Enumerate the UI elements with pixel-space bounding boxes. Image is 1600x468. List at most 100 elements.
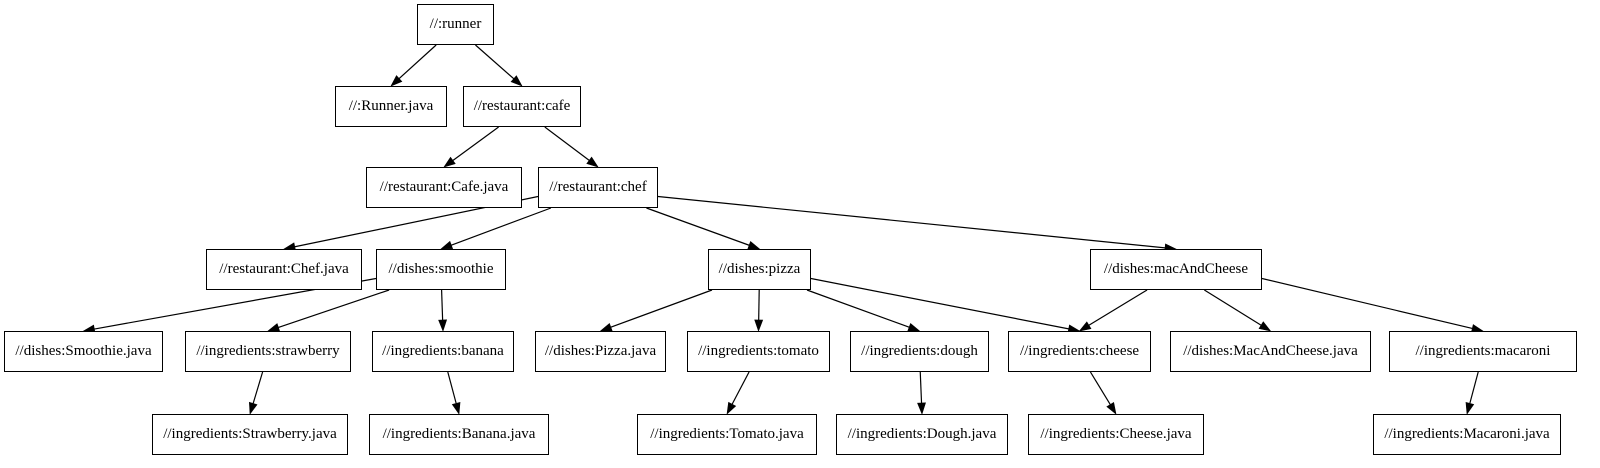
graph-edge-ing_macaroni-to-macaroni_java: [1465, 371, 1479, 415]
graph-edge-runner-to-restaurant_cafe: [475, 44, 523, 87]
graph-node-chef_java[interactable]: //restaurant:Chef.java: [206, 249, 362, 290]
graph-node-banana_java[interactable]: //ingredients:Banana.java: [369, 414, 549, 455]
graph-edge-ing_banana-to-banana_java: [447, 371, 461, 415]
graph-node-label: //ingredients:Dough.java: [847, 426, 997, 442]
edge-line: [1204, 289, 1262, 326]
graph-edge-restaurant_chef-to-dishes_macandcheese: [657, 195, 1177, 253]
graph-node-cafe_java[interactable]: //restaurant:Cafe.java: [366, 167, 522, 208]
graph-edge-restaurant_chef-to-dishes_smoothie: [440, 207, 552, 250]
edge-arrowhead-icon: [907, 322, 921, 332]
edge-arrowhead-icon: [1106, 402, 1117, 415]
graph-node-label: //restaurant:Cafe.java: [379, 179, 509, 195]
graph-edge-dishes_macandcheese-to-ing_cheese: [1078, 289, 1148, 332]
graph-node-ing_banana[interactable]: //ingredients:banana: [372, 331, 514, 372]
graph-node-macandcheese_java[interactable]: //dishes:MacAndCheese.java: [1170, 331, 1371, 372]
edge-arrowhead-icon: [747, 240, 761, 250]
edge-line: [544, 126, 590, 161]
graph-node-strawberry_java[interactable]: //ingredients:Strawberry.java: [152, 414, 348, 455]
graph-node-tomato_java[interactable]: //ingredients:Tomato.java: [637, 414, 817, 455]
graph-node-dishes_smoothie[interactable]: //dishes:smoothie: [376, 249, 506, 290]
graph-node-label: //dishes:Smoothie.java: [15, 343, 152, 359]
edge-line: [646, 207, 750, 246]
graph-node-label: //dishes:smoothie: [388, 261, 494, 277]
edge-line: [452, 126, 499, 161]
graph-node-label: //ingredients:Cheese.java: [1040, 426, 1192, 442]
edge-line: [451, 207, 552, 246]
graph-node-label: //restaurant:cafe: [473, 98, 571, 114]
graph-node-runner[interactable]: //:runner: [417, 4, 494, 45]
graph-node-dishes_pizza[interactable]: //dishes:pizza: [708, 249, 811, 290]
edge-arrowhead-icon: [586, 156, 599, 168]
graph-node-restaurant_cafe[interactable]: //restaurant:cafe: [463, 86, 581, 127]
graph-edge-dishes_pizza-to-ing_tomato: [754, 289, 764, 332]
edge-arrowhead-icon: [451, 401, 461, 415]
edge-line: [398, 44, 437, 80]
graph-edge-dishes_pizza-to-ing_cheese: [810, 277, 1081, 334]
edge-arrowhead-icon: [443, 156, 456, 168]
graph-edge-restaurant_chef-to-dishes_pizza: [646, 207, 761, 250]
graph-node-macaroni_java[interactable]: //ingredients:Macaroni.java: [1373, 414, 1561, 455]
graph-node-label: //ingredients:macaroni: [1415, 343, 1551, 359]
graph-node-ing_macaroni[interactable]: //ingredients:macaroni: [1389, 331, 1577, 372]
graph-node-runner_java[interactable]: //:Runner.java: [335, 86, 447, 127]
graph-edge-runner-to-runner_java: [390, 44, 437, 87]
edge-line: [1261, 277, 1473, 330]
edge-arrowhead-icon: [1465, 401, 1475, 415]
edge-line: [447, 371, 457, 404]
graph-node-restaurant_chef[interactable]: //restaurant:chef: [538, 167, 658, 208]
edge-line: [758, 289, 760, 321]
graph-node-ing_tomato[interactable]: //ingredients:tomato: [687, 331, 830, 372]
graph-node-label: //ingredients:tomato: [698, 343, 819, 359]
edge-line: [810, 277, 1069, 330]
graph-edge-dishes_pizza-to-pizza_java: [599, 289, 713, 332]
graph-edge-restaurant_cafe-to-cafe_java: [443, 126, 499, 168]
edge-line: [731, 371, 750, 405]
graph-node-ing_strawberry[interactable]: //ingredients:strawberry: [185, 331, 351, 372]
graph-node-dishes_macandcheese[interactable]: //dishes:macAndCheese: [1090, 249, 1262, 290]
graph-node-label: //:runner: [429, 16, 482, 32]
graph-node-ing_cheese[interactable]: //ingredients:cheese: [1008, 331, 1151, 372]
graph-node-label: //dishes:Pizza.java: [544, 343, 657, 359]
edge-line: [1469, 371, 1479, 404]
edge-arrowhead-icon: [754, 319, 764, 332]
graph-node-label: //ingredients:cheese: [1019, 343, 1140, 359]
graph-edge-dishes_pizza-to-ing_dough: [806, 289, 921, 332]
graph-node-label: //ingredients:Tomato.java: [650, 426, 804, 442]
edge-line: [1089, 371, 1111, 405]
graph-node-label: //dishes:MacAndCheese.java: [1183, 343, 1358, 359]
edge-line: [1088, 289, 1148, 326]
graph-node-label: //dishes:macAndCheese: [1103, 261, 1249, 277]
graph-node-label: //dishes:pizza: [718, 261, 801, 277]
graph-node-label: //restaurant:Chef.java: [219, 261, 349, 277]
graph-node-label: //:Runner.java: [348, 98, 434, 114]
graph-node-label: //ingredients:dough: [861, 343, 978, 359]
edge-arrowhead-icon: [438, 319, 448, 332]
graph-node-ing_dough[interactable]: //ingredients:dough: [850, 331, 989, 372]
graph-edge-ing_dough-to-dough_java: [917, 371, 926, 415]
graph-edge-restaurant_cafe-to-restaurant_chef: [544, 126, 599, 168]
edge-arrowhead-icon: [510, 75, 523, 87]
graph-node-cheese_java[interactable]: //ingredients:Cheese.java: [1028, 414, 1204, 455]
edge-arrowhead-icon: [1078, 321, 1092, 332]
edge-arrowhead-icon: [726, 401, 737, 415]
graph-edge-dishes_macandcheese-to-ing_macaroni: [1261, 277, 1484, 333]
edge-line: [441, 289, 444, 321]
graph-node-label: //ingredients:banana: [382, 343, 504, 359]
edge-arrowhead-icon: [917, 402, 926, 415]
graph-node-pizza_java[interactable]: //dishes:Pizza.java: [535, 331, 666, 372]
graph-node-label: //ingredients:Banana.java: [382, 426, 536, 442]
graph-node-dough_java[interactable]: //ingredients:Dough.java: [836, 414, 1008, 455]
graph-edge-dishes_smoothie-to-ing_strawberry: [267, 289, 390, 332]
graph-edge-ing_cheese-to-cheese_java: [1089, 371, 1117, 415]
graph-node-label: //ingredients:Strawberry.java: [163, 426, 337, 442]
edge-arrowhead-icon: [390, 75, 403, 87]
edge-arrowhead-icon: [440, 240, 454, 250]
edge-line: [657, 195, 1166, 249]
graph-node-smoothie_java[interactable]: //dishes:Smoothie.java: [4, 331, 163, 372]
edge-line: [610, 289, 713, 328]
graph-edge-ing_strawberry-to-strawberry_java: [249, 371, 264, 415]
edge-line: [278, 289, 390, 329]
edge-arrowhead-icon: [599, 322, 613, 332]
